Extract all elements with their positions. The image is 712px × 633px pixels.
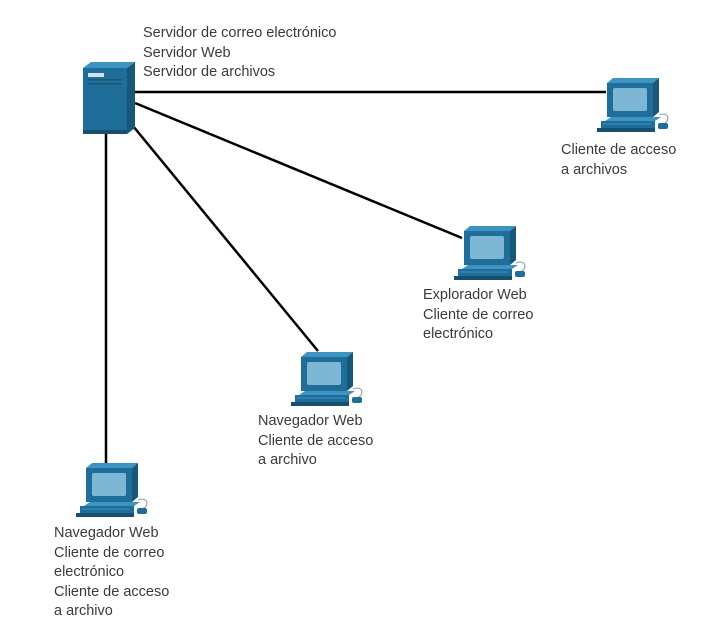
server-role: Servidor Web — [143, 44, 231, 61]
client-role: a archivo — [258, 452, 317, 468]
server-roles-label: Servidor de correo electrónico Servidor … — [143, 24, 336, 83]
client-role: a archivos — [561, 161, 628, 178]
client-role: Cliente de acceso — [561, 142, 677, 158]
client-2-roles-label: Explorador Web Cliente de correo electró… — [423, 286, 533, 345]
client-1-roles-label: Cliente de acceso a archivos — [561, 141, 676, 180]
link-server-client-2 — [134, 101, 463, 240]
client-role: a archivo — [54, 603, 113, 619]
desktop-computer-icon — [75, 462, 148, 518]
client-role: Cliente de correo — [423, 306, 534, 323]
link-server-client-3 — [132, 125, 319, 352]
client-role: Navegador Web — [258, 413, 363, 429]
client-4-roles-label: Navegador Web Cliente de correo electrón… — [54, 524, 169, 622]
client-role: Cliente de correo — [54, 544, 165, 561]
client-role: Navegador Web — [54, 525, 159, 541]
client-role: Cliente de acceso — [258, 432, 374, 449]
client-role: Cliente de acceso — [54, 583, 170, 600]
connection-lines — [104, 90, 606, 464]
client-role: Explorador Web — [423, 287, 527, 303]
client-role: electrónico — [423, 326, 494, 342]
server-role: Servidor de correo electrónico — [143, 25, 337, 41]
server-role: Servidor de archivos — [143, 64, 276, 80]
client-3-roles-label: Navegador Web Cliente de acceso a archiv… — [258, 412, 373, 471]
desktop-computer-icon — [453, 225, 526, 281]
server-tower-icon — [83, 62, 135, 134]
desktop-computer-icon — [596, 77, 669, 133]
desktop-computer-icon — [290, 351, 363, 407]
client-role: electrónico — [54, 564, 125, 580]
